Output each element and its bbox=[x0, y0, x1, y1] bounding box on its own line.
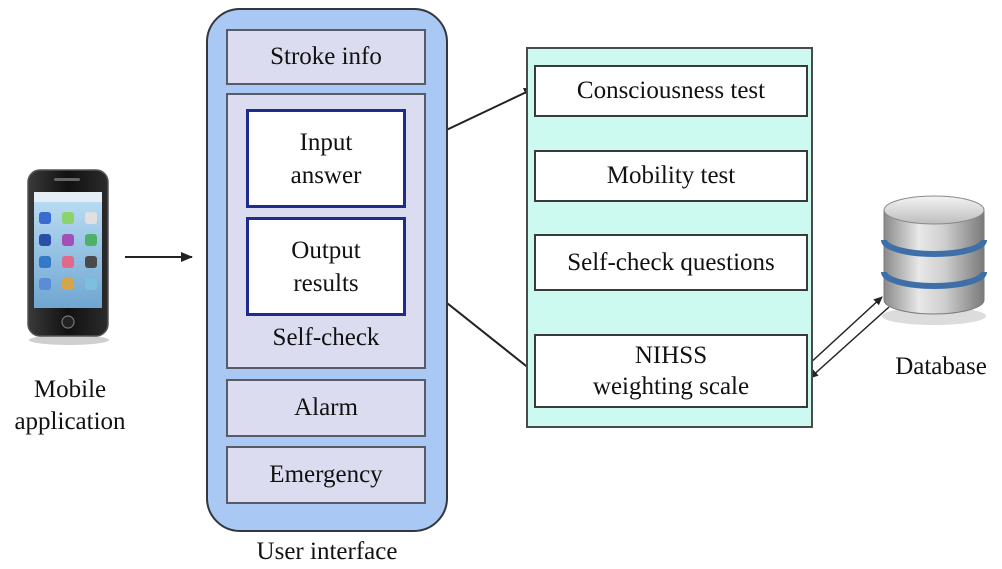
database-label: Database bbox=[895, 353, 987, 380]
consciousness-test-box[interactable]: Consciousness test bbox=[534, 65, 808, 117]
self-check-label: Self-check bbox=[272, 324, 380, 351]
stroke-info-label: Stroke info bbox=[270, 43, 382, 70]
nihss-label-line2: weighting scale bbox=[592, 373, 750, 400]
output-results-line1: Output bbox=[291, 236, 361, 264]
input-answer-box[interactable]: Input answer bbox=[246, 109, 406, 208]
user-interface-caption: User interface bbox=[256, 538, 398, 565]
input-answer-line2: answer bbox=[290, 161, 362, 189]
emergency-box[interactable]: Emergency bbox=[226, 446, 426, 504]
input-answer-line1: Input bbox=[299, 128, 353, 156]
mobility-test-label: Mobility test bbox=[606, 162, 736, 189]
alarm-label: Alarm bbox=[294, 394, 358, 421]
arrow-database-to-nihss bbox=[809, 306, 890, 379]
mobility-test-box[interactable]: Mobility test bbox=[534, 150, 808, 202]
mobile-label-line2: application bbox=[14, 408, 126, 435]
output-results-line2: results bbox=[293, 269, 359, 297]
mobile-label-line1: Mobile bbox=[33, 376, 107, 403]
emergency-label: Emergency bbox=[269, 461, 383, 488]
output-results-box[interactable]: Output results bbox=[246, 217, 406, 316]
database-icon bbox=[876, 188, 992, 326]
arrow-nihss-to-database bbox=[807, 296, 883, 366]
consciousness-test-label: Consciousness test bbox=[576, 77, 766, 104]
nihss-weighting-scale-box[interactable]: NIHSS weighting scale bbox=[534, 334, 808, 408]
mobile-phone-icon bbox=[24, 168, 114, 346]
self-check-questions-box[interactable]: Self-check questions bbox=[534, 234, 808, 291]
alarm-box[interactable]: Alarm bbox=[226, 379, 426, 437]
nihss-label-line1: NIHSS bbox=[634, 342, 708, 369]
stroke-info-box[interactable]: Stroke info bbox=[226, 29, 426, 85]
mobile-label: Mobile application bbox=[0, 374, 140, 438]
self-check-questions-label: Self-check questions bbox=[567, 248, 775, 276]
